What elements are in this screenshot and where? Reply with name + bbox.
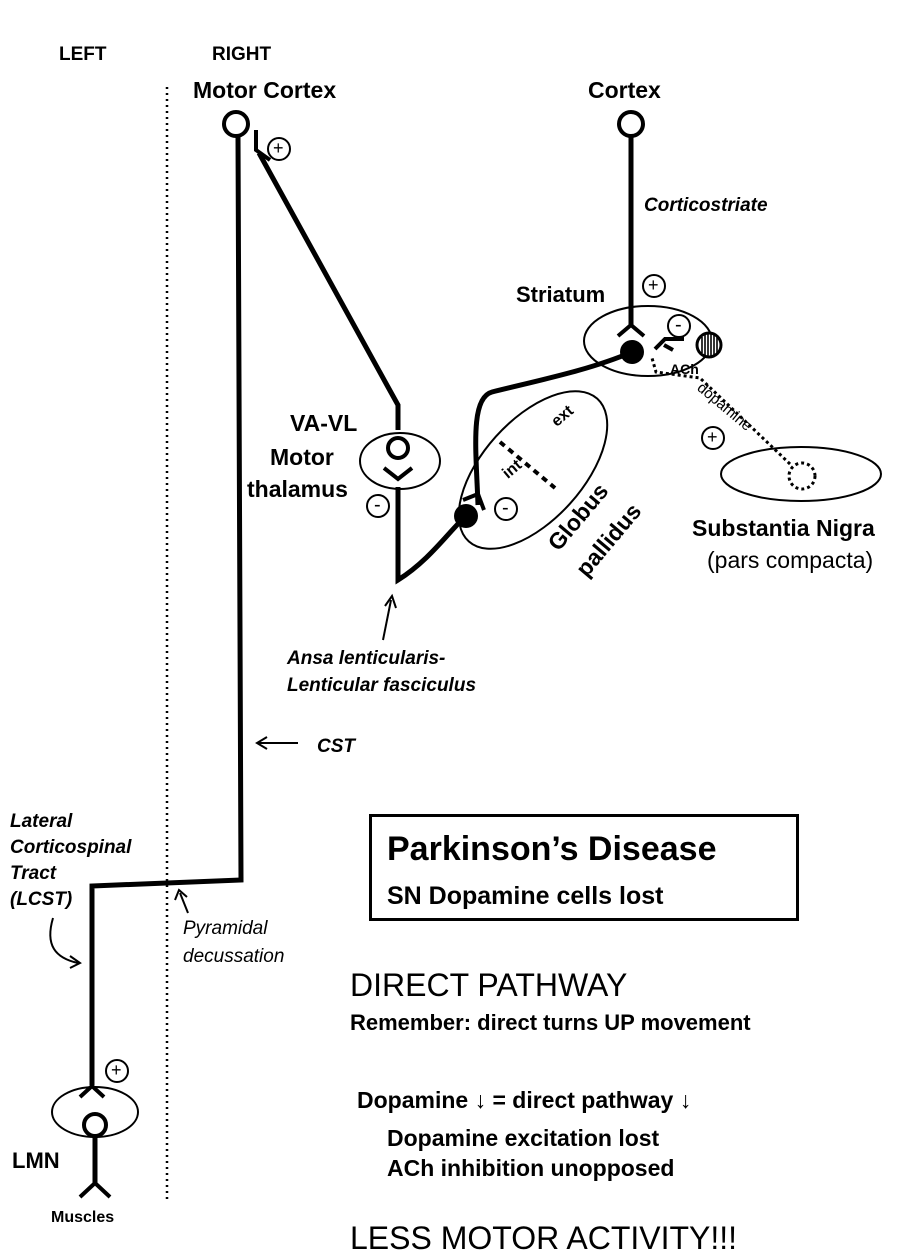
pallidal-synapse-terminal (462, 491, 486, 511)
motor-label: Motor (270, 444, 334, 470)
thalamocortical-axon (256, 151, 401, 430)
decussation-pointer-arrowhead (174, 888, 188, 901)
cortex-neuron (617, 110, 645, 138)
minus-text-ach: - (675, 314, 682, 336)
striatum-synapse-terminal (616, 322, 646, 338)
box-title: Parkinson’s Disease (387, 830, 717, 868)
nigrostriatal-axon-lost (650, 357, 792, 466)
ach-label: ACh (670, 361, 699, 377)
dopamine-neuron-lost (787, 461, 817, 491)
plus-text-striatum: + (648, 275, 659, 295)
muscle-terminal (78, 1180, 112, 1199)
remember-note: Remember: direct turns UP movement (350, 1010, 751, 1035)
lmn-neuron (82, 1112, 108, 1138)
pyramidal-label: Pyramidal (183, 918, 268, 939)
lmn-synapse-terminal (78, 1083, 106, 1099)
plus-sign-striatum (642, 274, 666, 298)
dopamine-direct-note: Dopamine ↓ = direct pathway ↓ (357, 1087, 692, 1113)
lcst-pointer-arrow (49, 917, 79, 964)
plus-text-lmn: + (111, 1060, 122, 1080)
motor-cortex-synapse-terminal (254, 130, 272, 162)
box-subtitle: SN Dopamine cells lost (387, 882, 664, 910)
plus-sign-motor-cortex (267, 137, 291, 161)
striatum-label: Striatum (516, 282, 606, 307)
thalamus-neuron (386, 436, 410, 460)
lmn-label: LMN (12, 1148, 60, 1173)
substantia-nigra-label: Substantia Nigra (692, 515, 875, 541)
plus-sign-dopamine (701, 426, 725, 450)
lcst-label-line4: (LCST) (10, 889, 73, 910)
substantia-nigra-nucleus (720, 446, 882, 502)
minus-sign-thalamus (366, 494, 390, 518)
cortex-label: Cortex (588, 77, 661, 103)
dopamine-excitation-note: Dopamine excitation lost (387, 1125, 660, 1151)
globus-pallidus-nucleus (457, 390, 609, 550)
ansa-pointer-arrowhead (384, 593, 397, 609)
left-side-label: LEFT (59, 44, 107, 65)
minus-text-thalamus: - (374, 494, 381, 516)
plus-text-dopamine: + (707, 427, 718, 447)
cst-label: CST (317, 736, 355, 757)
decussation-pointer-arrow (179, 892, 189, 914)
muscles-label: Muscles (51, 1209, 115, 1226)
plus-sign-lmn (105, 1059, 129, 1083)
vavl-label: VA-VL (290, 410, 358, 436)
decussation-label: decussation (183, 946, 285, 967)
pallidothalamic-axon (395, 487, 468, 585)
motor-cortex-neuron (222, 110, 250, 138)
direct-pathway-heading: DIRECT PATHWAY (350, 967, 628, 1003)
lcst-label-line1: Lateral (10, 811, 73, 832)
ach-synapse-terminal (653, 337, 684, 352)
thalamus-nucleus (359, 432, 441, 490)
ach-inhibition-note: ACh inhibition unopposed (387, 1155, 675, 1181)
minus-sign-pallidus (494, 497, 518, 521)
ansa-pointer-arrow (382, 599, 392, 641)
cst-pointer-arrowhead (255, 736, 268, 750)
corticospinal-tract-axon (89, 135, 244, 1085)
thalamus-label: thalamus (247, 476, 348, 502)
thalamus-synapse-terminal (382, 466, 414, 482)
motor-cortex-label: Motor Cortex (193, 77, 337, 103)
minus-text-pallidus: - (502, 497, 509, 519)
pallidal-segment-divider (498, 440, 557, 490)
ach-interneuron-hatching (701, 334, 718, 356)
lcst-label-line2: Corticospinal (10, 837, 132, 858)
ach-interneuron (695, 331, 723, 359)
ansa-label-line2: Lenticular fasciculus (287, 675, 477, 696)
right-side-label: RIGHT (212, 44, 272, 65)
pars-compacta-label: (pars compacta) (707, 547, 874, 573)
corticostriate-label: Corticostriate (644, 195, 768, 216)
conclusion-note: LESS MOTOR ACTIVITY!!! (350, 1220, 738, 1256)
lcst-pointer-arrowhead (69, 955, 82, 969)
minus-sign-ach (667, 314, 691, 338)
parkinsons-title-box: Parkinson’s Disease SN Dopamine cells lo… (369, 814, 799, 921)
ansa-label-line1: Ansa lenticularis- (287, 648, 446, 669)
striatopallidal-axon (473, 349, 633, 506)
plus-text-motor-cortex: + (273, 138, 284, 158)
lcst-label-line3: Tract (10, 863, 57, 884)
